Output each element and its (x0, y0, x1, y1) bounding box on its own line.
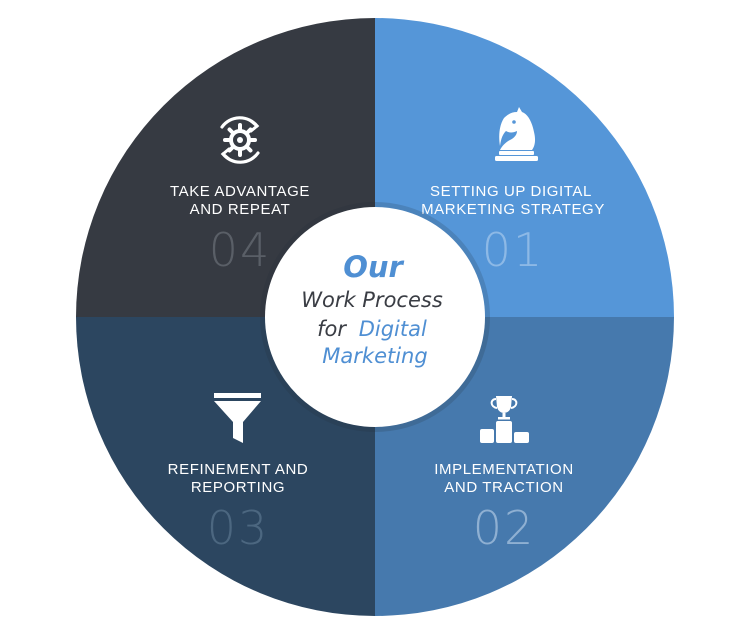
step-02-label-line1: IMPLEMENTATION (434, 461, 574, 478)
center-for: for (317, 317, 347, 341)
center-title: Our (343, 250, 404, 284)
center-digital: Digital (359, 317, 427, 341)
step-02-label-line2: AND TRACTION (444, 479, 563, 496)
center-circle (265, 207, 485, 427)
trophy-podium-icon (480, 396, 529, 443)
step-03-label-line1: REFINEMENT AND (168, 461, 309, 478)
step-03-number: 03 (207, 501, 270, 555)
step-04-number: 04 (209, 223, 272, 277)
center-line-marketing: Marketing (322, 344, 427, 368)
chess-knight-icon (495, 107, 538, 161)
center-badge: Our Work Process for Digital Marketing (260, 202, 490, 432)
step-04-label-line1: TAKE ADVANTAGE (170, 183, 310, 200)
gear-cycle-icon (220, 116, 260, 164)
step-03-label-line2: REPORTING (191, 479, 285, 496)
step-04-label-line2: AND REPEAT (190, 201, 291, 218)
center-line-work-process: Work Process (301, 288, 443, 312)
step-01-label-line1: SETTING UP DIGITAL (430, 183, 592, 200)
funnel-icon (214, 393, 261, 443)
step-01-number: 01 (482, 223, 545, 277)
center-line-for-digital: for Digital (317, 317, 427, 341)
step-01-label-line2: MARKETING STRATEGY (421, 201, 605, 218)
step-02-number: 02 (473, 501, 536, 555)
